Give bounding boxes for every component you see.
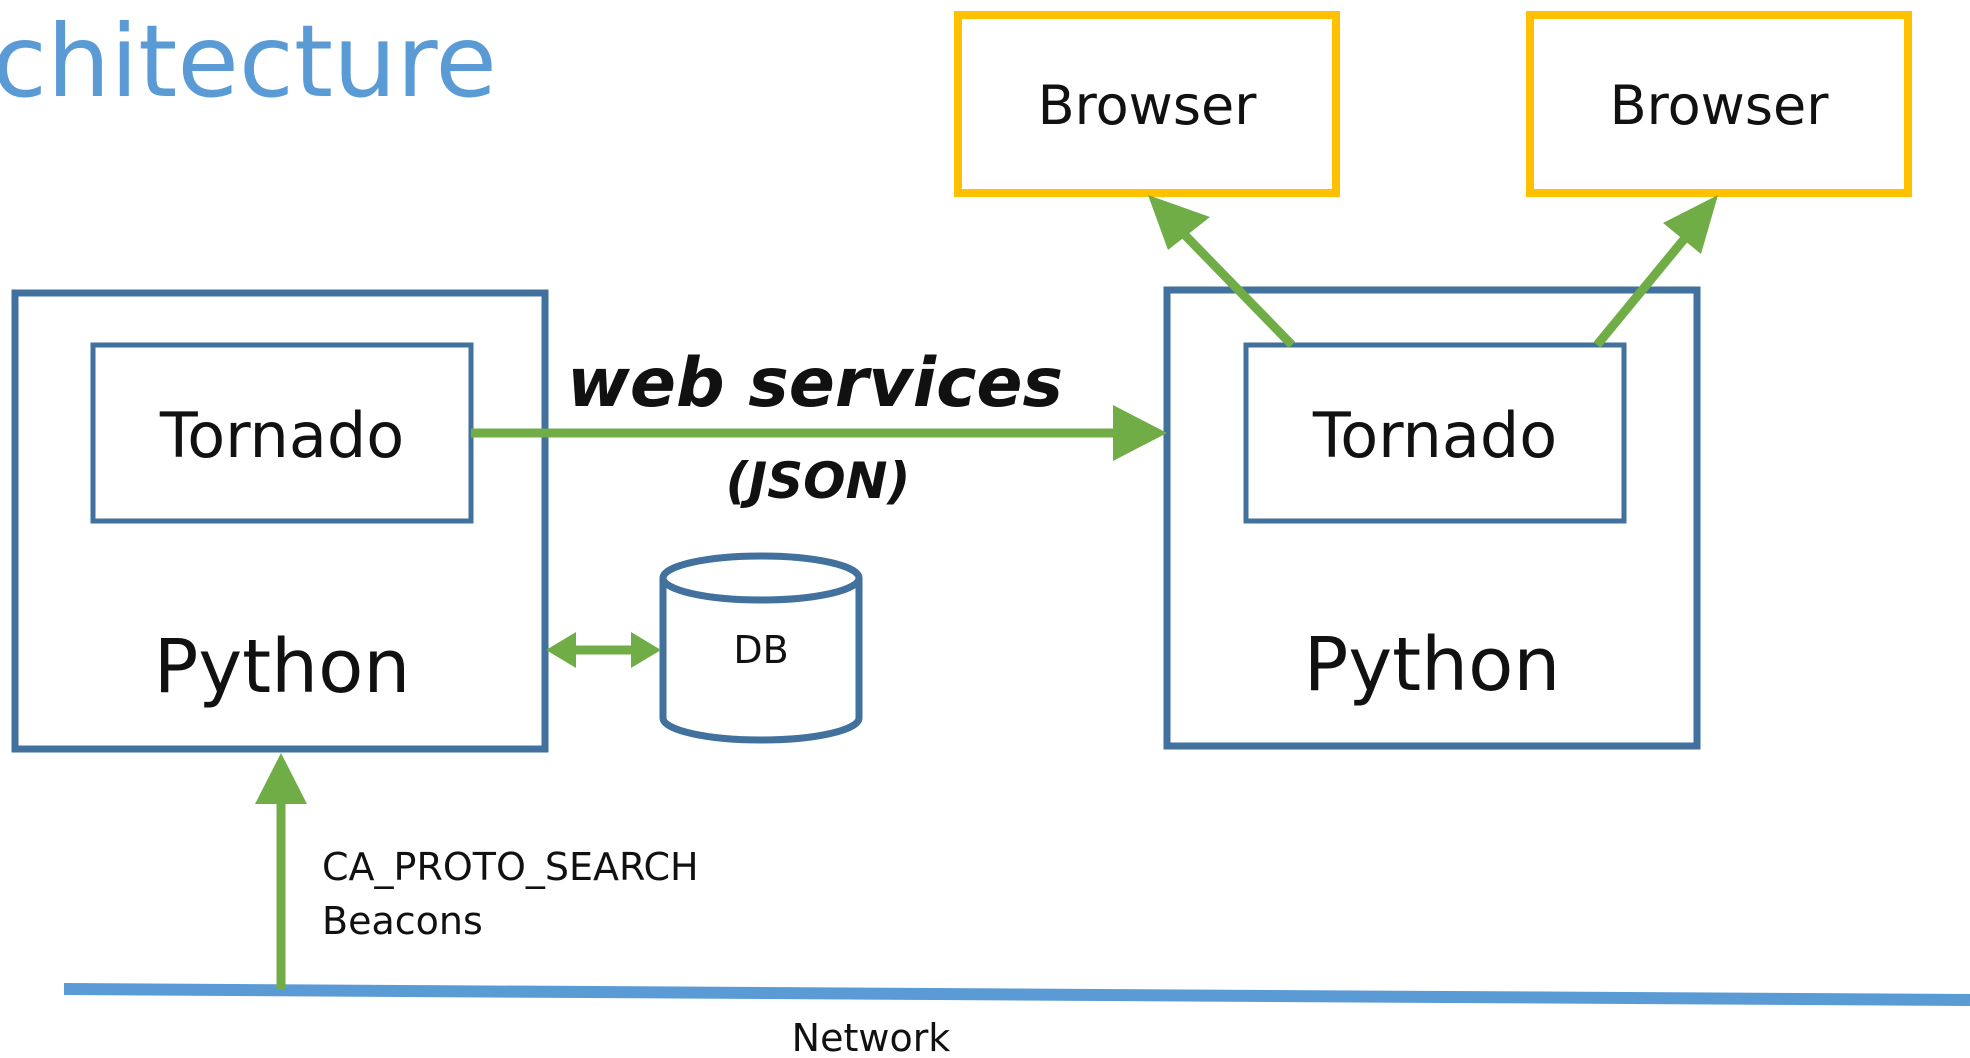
arrow-up-right-icon: [1663, 195, 1718, 254]
arrow-up-left-icon: [1148, 195, 1210, 250]
left-python-label: Python: [154, 624, 411, 710]
browser-box-1: [954, 11, 1340, 197]
beacons-arrow: [255, 753, 307, 989]
arrow-up-icon: [255, 753, 307, 804]
left-tornado-label: Tornado: [159, 399, 404, 472]
database-cylinder-icon: [659, 552, 863, 744]
db-label: DB: [733, 628, 788, 672]
network-label: Network: [792, 1016, 951, 1058]
browser-label-1: Browser: [1038, 74, 1258, 137]
json-label: (JSON): [726, 452, 911, 510]
left-python-box: [11, 289, 549, 753]
right-tornado-box: [1243, 342, 1627, 524]
network-line: [63, 983, 1970, 1006]
arrow-to-browser-1: [1148, 195, 1296, 349]
right-python-label: Python: [1304, 622, 1561, 708]
browser-box-2: [1526, 11, 1912, 197]
slide-title: chitecture: [0, 3, 497, 120]
arrow-to-browser-2: [1593, 195, 1718, 348]
right-tornado-label: Tornado: [1312, 399, 1557, 472]
double-arrow-icon: [546, 632, 661, 668]
ca-proto-search-label: CA_PROTO_SEARCH: [322, 845, 699, 889]
arrow-right-icon: [1113, 405, 1167, 461]
web-services-arrow: [471, 405, 1167, 461]
browser-label-2: Browser: [1610, 74, 1830, 137]
right-python-box: [1163, 286, 1701, 750]
beacons-label: Beacons: [322, 899, 483, 943]
web-services-label: web services: [567, 344, 1063, 423]
